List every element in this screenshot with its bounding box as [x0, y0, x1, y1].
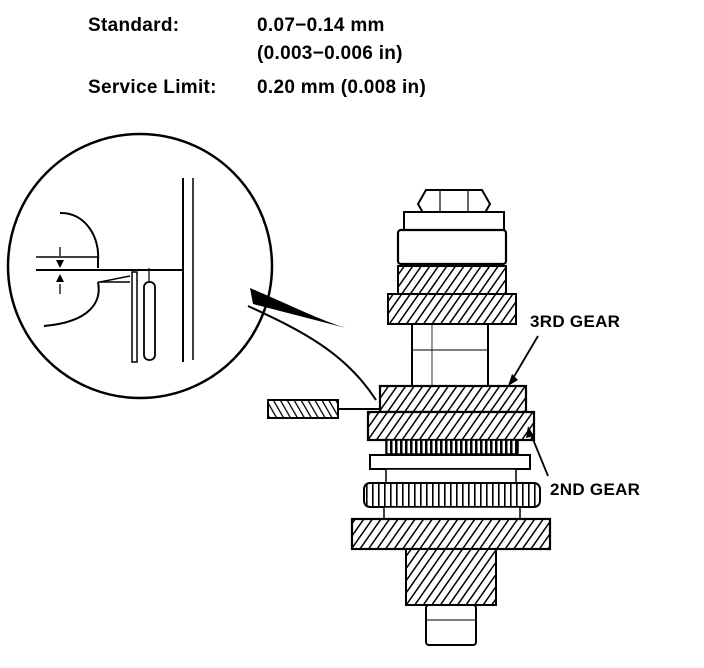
standard-in-value: (0.003−0.006 in)	[257, 43, 403, 64]
magnifier-pointer-line	[247, 305, 377, 401]
second-gear-pointer	[529, 431, 549, 477]
standard-mm-value: 0.07−0.14 mm	[257, 15, 385, 36]
service-limit-value: 0.20 mm (0.008 in)	[257, 77, 427, 98]
service-limit-label: Service Limit:	[88, 77, 217, 98]
third-gear-pointer	[511, 335, 539, 381]
feeler-gauge	[267, 399, 380, 419]
magnifier-leader	[250, 288, 346, 328]
detail-magnifier	[6, 132, 274, 400]
second-gear-label: 2ND GEAR	[550, 480, 641, 499]
gear-shaft-assembly	[350, 189, 552, 646]
standard-label: Standard:	[88, 15, 180, 36]
third-gear-label: 3RD GEAR	[530, 312, 621, 331]
